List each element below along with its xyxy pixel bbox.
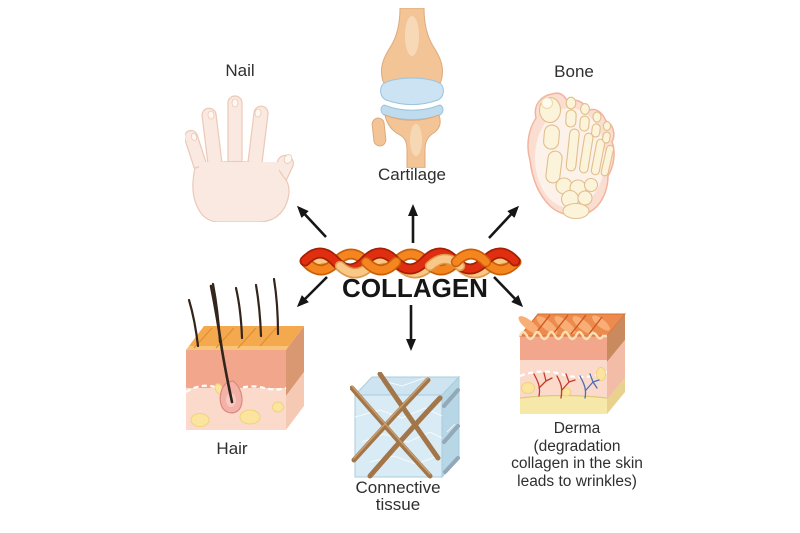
hand-nails-icon [185, 95, 294, 222]
arrow-to-nail [296, 205, 327, 238]
collagen-fiber-icon [299, 247, 522, 279]
hair-label: Hair [216, 439, 248, 458]
bone-label: Bone [554, 62, 594, 81]
connective-tissue-label: Connective tissue [355, 478, 441, 515]
arrow-to-derma [493, 276, 524, 308]
knee-joint-icon [371, 8, 444, 168]
nail-label: Nail [225, 61, 255, 80]
cartilage-label: Cartilage [377, 165, 447, 184]
derma-skin-section-icon [518, 313, 627, 414]
arrow-to-hair [296, 276, 328, 308]
hair-skin-section-icon [185, 277, 304, 430]
foot-bones-icon [527, 92, 615, 220]
arrow-to-bone [488, 205, 520, 239]
radiating-arrows [296, 204, 524, 351]
connective-tissue-cube-icon [350, 372, 461, 479]
derma-label: Derma (degradation collagen in the skin … [511, 420, 643, 490]
